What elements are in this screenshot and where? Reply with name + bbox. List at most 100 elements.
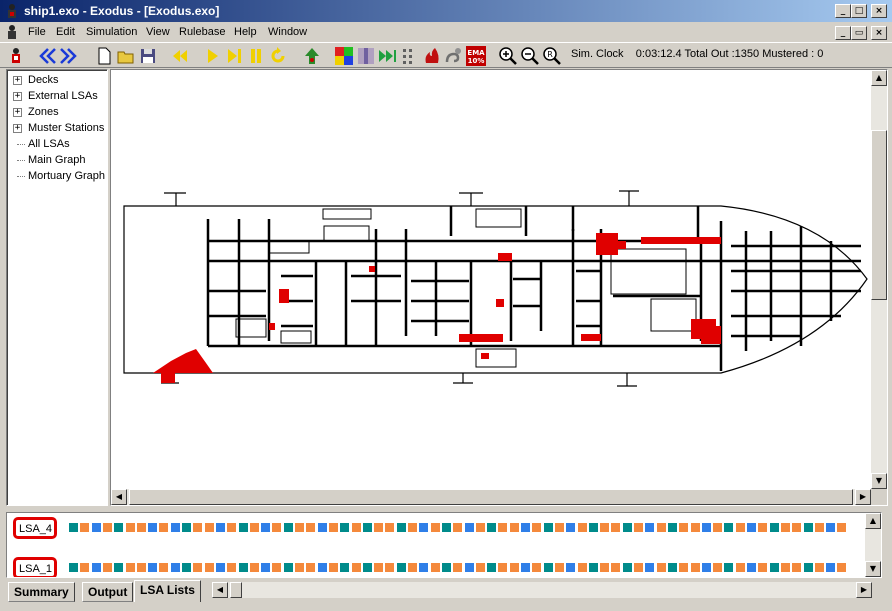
new-file-icon[interactable]	[94, 46, 114, 66]
tab-horizontal-scrollbar[interactable]: ◀ ▶	[212, 582, 872, 598]
passenger-marker[interactable]	[509, 523, 519, 532]
passenger-marker[interactable]	[396, 563, 406, 572]
passenger-marker[interactable]	[249, 523, 259, 532]
passenger-marker[interactable]	[306, 523, 316, 532]
scroll-up-arrow-icon[interactable]: ▲	[871, 70, 887, 86]
expand-icon[interactable]: +	[13, 75, 22, 85]
passenger-marker[interactable]	[249, 563, 259, 572]
expand-icon[interactable]: +	[13, 91, 22, 101]
passenger-marker[interactable]	[509, 563, 519, 572]
close-button[interactable]: ×	[871, 4, 887, 18]
passenger-marker[interactable]	[826, 563, 836, 572]
passenger-marker[interactable]	[464, 523, 474, 532]
route-icon[interactable]	[302, 46, 322, 66]
passenger-marker[interactable]	[102, 563, 112, 572]
passenger-marker[interactable]	[193, 563, 203, 572]
passenger-marker[interactable]	[814, 523, 824, 532]
minimize-button[interactable]: _	[835, 4, 851, 18]
passenger-marker[interactable]	[634, 523, 643, 532]
passenger-marker[interactable]	[679, 563, 689, 572]
menu-view[interactable]: View	[146, 26, 170, 38]
passenger-marker[interactable]	[91, 563, 101, 572]
maximize-button[interactable]: □	[851, 4, 867, 18]
passenger-marker[interactable]	[498, 523, 508, 532]
passenger-marker[interactable]	[792, 563, 802, 572]
passenger-marker[interactable]	[656, 523, 666, 532]
passenger-marker[interactable]	[159, 523, 169, 532]
scroll-up-arrow-icon[interactable]: ▲	[865, 513, 881, 529]
document-icon[interactable]	[4, 24, 20, 40]
passenger-marker[interactable]	[837, 523, 847, 532]
passenger-marker[interactable]	[532, 563, 542, 572]
passenger-marker[interactable]	[792, 523, 802, 532]
passenger-marker[interactable]	[769, 563, 779, 572]
passenger-marker[interactable]	[543, 523, 553, 532]
grid-icon[interactable]	[400, 46, 420, 66]
passenger-marker[interactable]	[475, 563, 485, 572]
passenger-marker[interactable]	[645, 563, 655, 572]
passenger-marker[interactable]	[453, 523, 463, 532]
mdi-restore-button[interactable]: ▭	[851, 26, 867, 40]
passenger-marker[interactable]	[182, 563, 191, 572]
passenger-marker[interactable]	[69, 523, 78, 532]
menu-window[interactable]: Window	[268, 26, 308, 38]
smoke-icon[interactable]	[444, 46, 464, 66]
passenger-marker[interactable]	[80, 563, 90, 572]
passenger-marker[interactable]	[588, 523, 598, 532]
passenger-marker[interactable]	[780, 523, 790, 532]
passenger-marker[interactable]	[803, 523, 813, 532]
passenger-marker[interactable]	[554, 523, 564, 532]
passenger-marker[interactable]	[837, 563, 847, 572]
ship-deck-canvas[interactable]: ▲ ▼ ◀ ▶	[110, 69, 888, 506]
passenger-marker[interactable]	[261, 523, 271, 532]
passenger-marker[interactable]	[690, 563, 700, 572]
lsa-vertical-scrollbar[interactable]: ▲ ▼	[865, 513, 881, 577]
passenger-marker[interactable]	[408, 523, 417, 532]
vertical-scroll-thumb[interactable]	[871, 130, 887, 300]
passenger-marker[interactable]	[419, 563, 429, 572]
passenger-marker[interactable]	[521, 563, 530, 572]
passenger-marker[interactable]	[713, 563, 723, 572]
passenger-marker[interactable]	[351, 563, 361, 572]
passenger-marker[interactable]	[374, 523, 384, 532]
passenger-marker[interactable]	[351, 523, 361, 532]
passenger-marker[interactable]	[215, 563, 225, 572]
pause-icon[interactable]	[246, 46, 266, 66]
heat-icon[interactable]	[356, 46, 376, 66]
passenger-marker[interactable]	[227, 523, 237, 532]
scroll-right-arrow-icon[interactable]: ▶	[855, 489, 871, 505]
expand-icon[interactable]: +	[13, 123, 22, 133]
open-folder-icon[interactable]	[116, 46, 136, 66]
zoom-in-icon[interactable]	[498, 46, 518, 66]
vertical-scrollbar[interactable]: ▲ ▼	[871, 70, 887, 489]
passenger-marker[interactable]	[690, 523, 700, 532]
passenger-marker[interactable]	[114, 563, 124, 572]
horizontal-scrollbar[interactable]: ◀ ▶	[111, 489, 871, 505]
mdi-close-button[interactable]: ×	[871, 26, 887, 40]
tab-lsa-lists[interactable]: LSA Lists	[134, 580, 201, 602]
passenger-marker[interactable]	[340, 563, 350, 572]
passenger-marker[interactable]	[261, 563, 271, 572]
passenger-marker[interactable]	[272, 563, 282, 572]
tab-summary[interactable]: Summary	[8, 582, 75, 602]
passenger-marker[interactable]	[521, 523, 530, 532]
step-back-icon[interactable]	[170, 46, 190, 66]
passenger-marker[interactable]	[204, 563, 214, 572]
passenger-marker[interactable]	[170, 523, 180, 532]
fast-forward-icon[interactable]	[378, 46, 398, 66]
passenger-marker[interactable]	[136, 523, 146, 532]
passenger-marker[interactable]	[577, 563, 587, 572]
passenger-marker[interactable]	[724, 523, 734, 532]
passenger-marker[interactable]	[701, 523, 711, 532]
passenger-marker[interactable]	[532, 523, 542, 532]
passenger-marker[interactable]	[69, 563, 78, 572]
tab-scroll-thumb[interactable]	[230, 582, 242, 598]
passenger-marker[interactable]	[814, 563, 824, 572]
passenger-marker[interactable]	[295, 523, 304, 532]
passenger-marker[interactable]	[306, 563, 316, 572]
passenger-marker[interactable]	[803, 563, 813, 572]
passenger-marker[interactable]	[441, 523, 451, 532]
passenger-marker[interactable]	[487, 563, 497, 572]
reset-icon[interactable]	[268, 46, 288, 66]
